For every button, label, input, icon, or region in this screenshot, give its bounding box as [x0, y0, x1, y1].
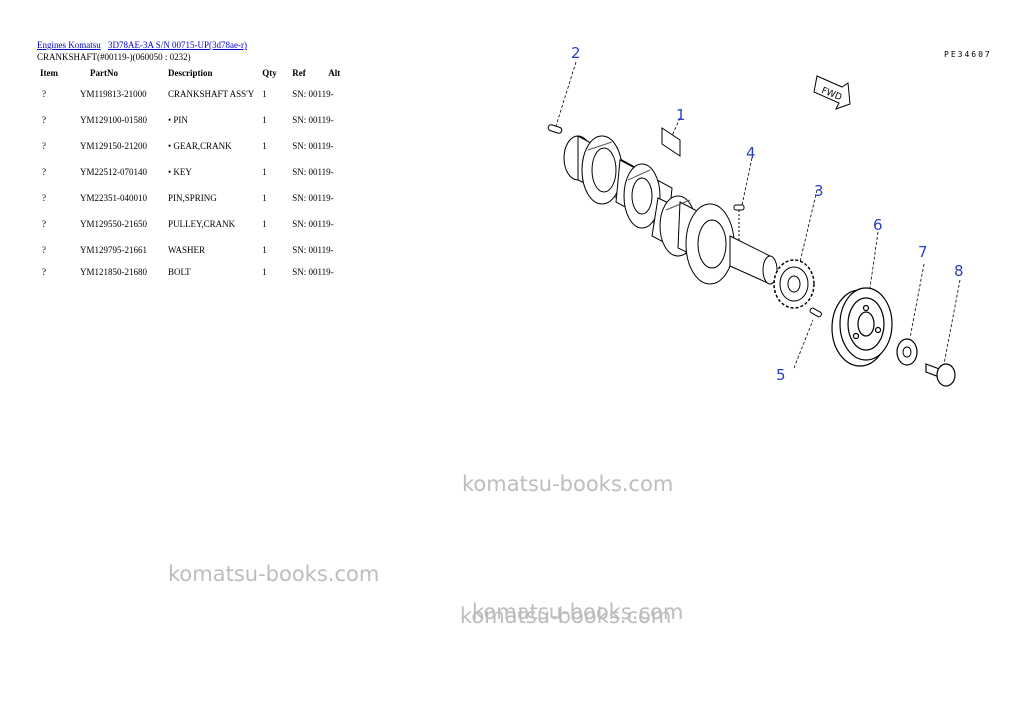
bolt-icon: [925, 363, 956, 387]
cell-partno: YM129150-21200: [80, 141, 147, 151]
cell-description: • PIN: [168, 115, 188, 125]
table-row: ? YM129100-01580 • PIN 1 SN: 00119-: [36, 107, 344, 133]
cell-item: ?: [42, 219, 46, 229]
callout-4: 4: [746, 144, 756, 162]
crank-pulley-icon: [831, 287, 893, 367]
breadcrumb-link-engines[interactable]: Engines Komatsu: [37, 40, 101, 50]
callout-7: 7: [918, 243, 928, 261]
cell-ref: SN: 00119-: [292, 193, 334, 203]
cell-qty: 1: [262, 193, 267, 203]
callout-3: 3: [814, 182, 824, 200]
callout-8: 8: [954, 262, 964, 280]
table-row: ? YM22512-070140 • KEY 1 SN: 00119-: [36, 159, 344, 185]
leader-lines: [555, 61, 961, 369]
cell-ref: SN: 00119-: [292, 167, 334, 177]
table-row: ? YM22351-040010 PIN,SPRING 1 SN: 00119-: [36, 185, 344, 211]
cell-description: • KEY: [168, 167, 192, 177]
cell-item: ?: [42, 115, 46, 125]
cell-item: ?: [42, 267, 46, 277]
pin-icon: [547, 124, 563, 134]
callout-6: 6: [873, 216, 883, 234]
cell-ref: SN: 00119-: [292, 141, 334, 151]
crank-gear-icon: [773, 259, 815, 309]
callout-5: 5: [776, 366, 786, 384]
cell-partno: YM22512-070140: [80, 167, 147, 177]
fwd-arrow-icon: FWD: [813, 75, 851, 110]
cell-partno: YM129550-21650: [80, 219, 147, 229]
cell-partno: YM121850-21680: [80, 267, 147, 277]
watermark-text: komatsu-books.com: [460, 604, 672, 628]
callout-1: 1: [676, 106, 686, 124]
table-row: ? YM119813-21000 CRANKSHAFT ASS'Y 1 SN: …: [36, 81, 344, 107]
crankshaft-icon: [563, 135, 778, 285]
watermark-text: komatsu-books.com: [462, 472, 674, 496]
cell-partno: YM129795-21661: [80, 245, 147, 255]
cell-item: ?: [42, 167, 46, 177]
cell-description: CRANKSHAFT ASS'Y: [168, 89, 255, 99]
exploded-parts-drawing: FWD: [547, 44, 964, 387]
column-header-alt: Alt: [328, 68, 341, 78]
cell-item: ?: [42, 141, 46, 151]
cell-item: ?: [42, 89, 46, 99]
cell-item: ?: [42, 193, 46, 203]
cell-qty: 1: [262, 219, 267, 229]
column-header-ref: Ref: [292, 68, 306, 78]
watermark-text: komatsu-books.com: [472, 600, 684, 624]
cell-qty: 1: [262, 141, 267, 151]
cell-description: PIN,SPRING: [168, 193, 217, 203]
washer-icon: [896, 338, 918, 366]
callout-2: 2: [571, 44, 581, 62]
table-header-row: Item PartNo Description Qty Ref Alt: [36, 65, 344, 81]
key-icon: [733, 204, 745, 242]
cell-description: PULLEY,CRANK: [168, 219, 236, 229]
cell-qty: 1: [262, 115, 267, 125]
cell-description: WASHER: [168, 245, 206, 255]
cell-qty: 1: [262, 167, 267, 177]
cell-qty: 1: [262, 89, 267, 99]
table-row: ? YM129550-21650 PULLEY,CRANK 1 SN: 0011…: [36, 211, 344, 237]
cell-description: • GEAR,CRANK: [168, 141, 232, 151]
cell-item: ?: [42, 245, 46, 255]
column-header-qty: Qty: [262, 68, 277, 78]
cell-partno: YM119813-21000: [80, 89, 147, 99]
cell-ref: SN: 00119-: [292, 267, 334, 277]
cell-ref: SN: 00119-: [292, 219, 334, 229]
cell-description: BOLT: [168, 267, 191, 277]
breadcrumb-link-model[interactable]: 3D78AE-3A S/N 00715-UP(3d78ae-r): [108, 40, 247, 50]
cell-partno: YM22351-040010: [80, 193, 147, 203]
spring-pin-icon: [809, 307, 822, 318]
drawing-code: PE34607: [944, 50, 992, 59]
watermark-text: komatsu-books.com: [168, 562, 380, 586]
cell-qty: 1: [262, 267, 267, 277]
table-row: ? YM129150-21200 • GEAR,CRANK 1 SN: 0011…: [36, 133, 344, 159]
page-title: CRANKSHAFT(#00119-)(060050 : 0232): [37, 52, 191, 62]
breadcrumb: Engines Komatsu 3D78AE-3A S/N 00715-UP(3…: [37, 40, 252, 50]
table-row: ? YM129795-21661 WASHER 1 SN: 00119-: [36, 237, 344, 263]
cell-qty: 1: [262, 245, 267, 255]
table-row: ? YM121850-21680 BOLT 1 SN: 00119-: [36, 263, 344, 281]
column-header-item: Item: [40, 68, 58, 78]
cell-ref: SN: 00119-: [292, 245, 334, 255]
cell-ref: SN: 00119-: [292, 89, 334, 99]
cell-partno: YM129100-01580: [80, 115, 147, 125]
column-header-description: Description: [168, 68, 213, 78]
parts-table: Item PartNo Description Qty Ref Alt ? YM…: [36, 65, 344, 281]
column-header-partno: PartNo: [90, 68, 118, 78]
cell-ref: SN: 00119-: [292, 115, 334, 125]
